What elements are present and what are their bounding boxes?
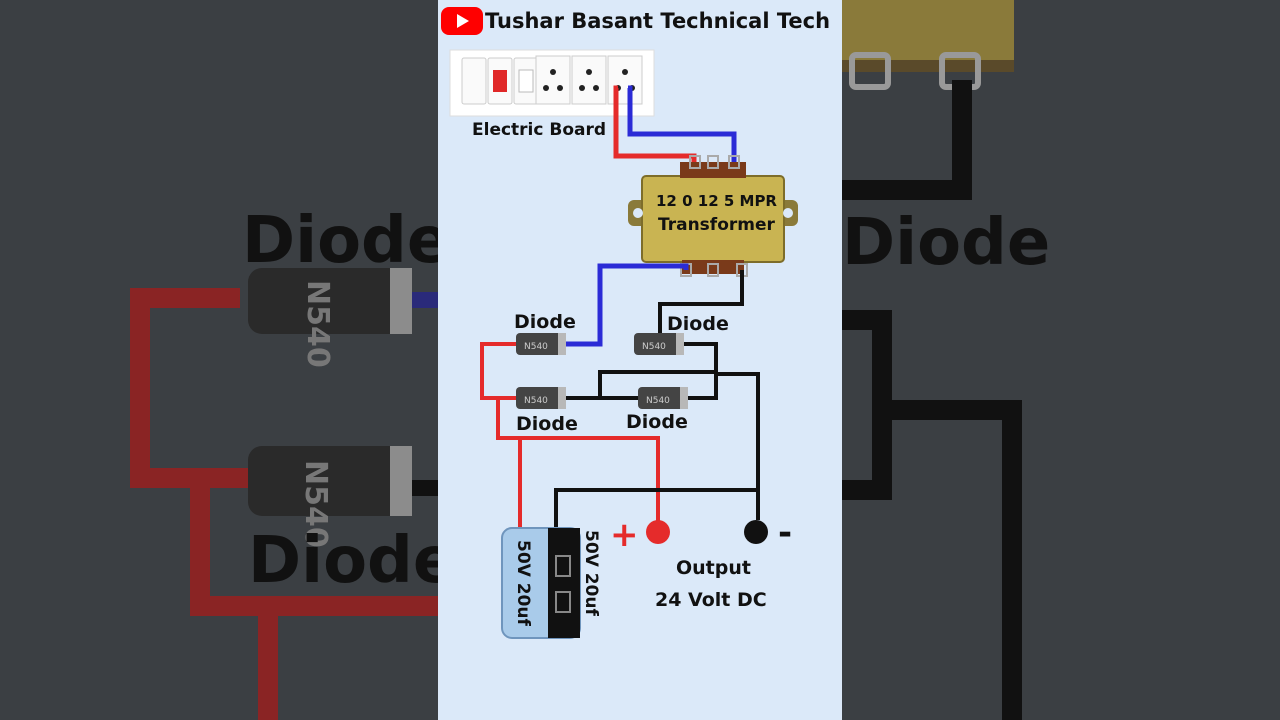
diode-label-bottom-left: Diode <box>516 413 578 435</box>
diode-label-top-right: Diode <box>667 313 729 335</box>
capacitor-label: 50V 20uf <box>581 530 601 616</box>
channel-title: Tushar Basant Technical Tech <box>485 9 830 33</box>
zoom-diode-label-top: Diode <box>242 204 438 278</box>
background-zoom-right: Diode <box>842 0 1280 720</box>
svg-text:N540: N540 <box>524 396 548 406</box>
svg-text:N540: N540 <box>300 280 335 368</box>
svg-text:50V 20uf: 50V 20uf <box>513 540 533 626</box>
electric-board <box>449 49 655 117</box>
youtube-play-icon <box>441 7 483 35</box>
diode-top-right: N540 <box>634 333 684 355</box>
svg-text:N540: N540 <box>298 460 333 548</box>
output-label: Output <box>676 557 751 579</box>
negative-terminal <box>744 520 768 544</box>
diode-label-bottom-right: Diode <box>626 411 688 433</box>
diode-top-left: N540 <box>516 333 566 355</box>
circuit-diagram-panel: Tushar Basant Technical Tech Electric Bo… <box>438 0 842 720</box>
transformer-rating-label: 12 0 12 5 MPR <box>656 192 777 210</box>
background-zoom-left: N540 N540 Diode Diode <box>0 0 438 720</box>
transformer-label: Transformer <box>658 215 776 235</box>
diode-bottom-left: N540 <box>516 387 566 409</box>
transformer <box>628 155 798 277</box>
minus-sign: - <box>778 513 792 553</box>
svg-text:N540: N540 <box>646 396 670 406</box>
plus-sign: + <box>610 515 639 555</box>
zoom-diode-bottom: N540 <box>248 446 412 548</box>
zoom-diode-top: N540 <box>248 268 412 368</box>
svg-text:N540: N540 <box>524 342 548 352</box>
diode-label-top-left: Diode <box>514 311 576 333</box>
output-voltage-label: 24 Volt DC <box>655 589 767 611</box>
diode-bottom-right: N540 <box>638 387 688 409</box>
capacitor: 50V 20uf <box>501 527 581 639</box>
zoom-diode-label-right: Diode <box>842 206 1050 280</box>
zoom-diode-label-bottom: Diode <box>248 524 438 598</box>
svg-text:N540: N540 <box>642 342 666 352</box>
positive-terminal <box>646 520 670 544</box>
electric-board-label: Electric Board <box>472 120 606 140</box>
